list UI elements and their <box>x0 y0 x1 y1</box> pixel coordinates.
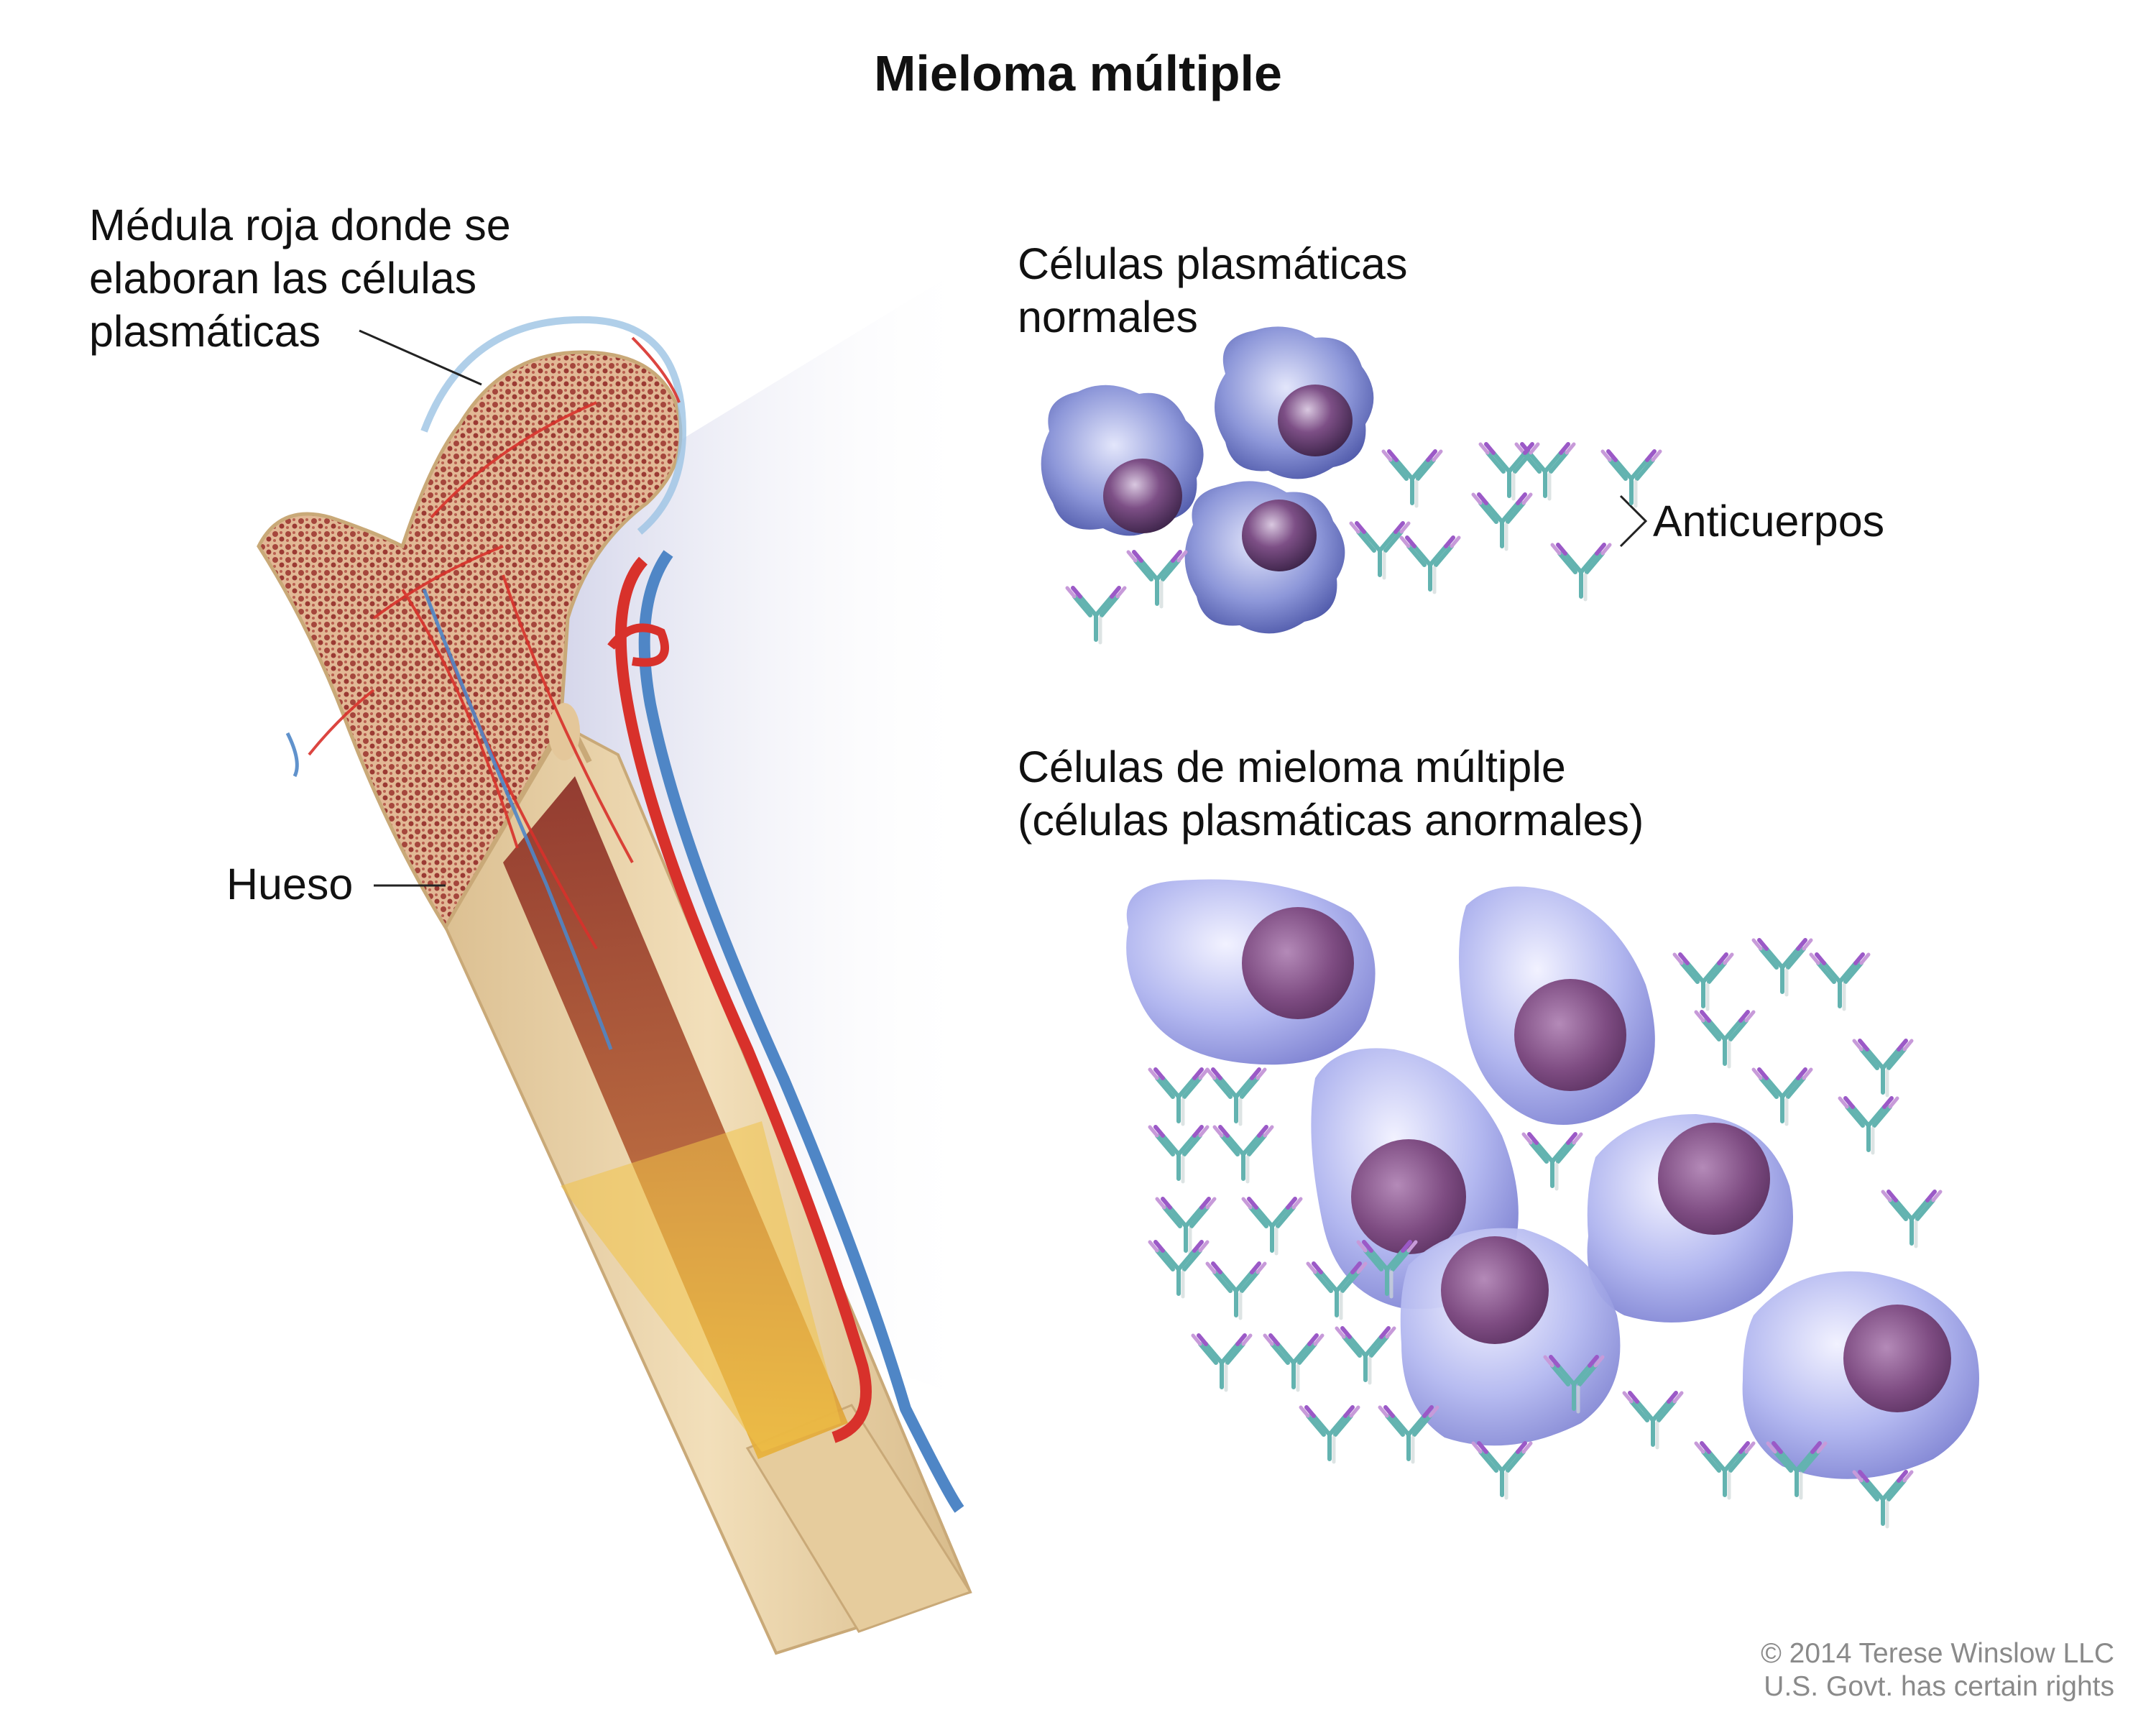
myeloma-cell <box>1459 886 1655 1125</box>
antibodies-bracket <box>1619 494 1648 548</box>
label-bone: Hueso <box>226 860 354 908</box>
label-normal-line-2: normales <box>1018 293 1198 341</box>
label-myeloma-line-2: (células plasmáticas anormales) <box>1018 796 1644 845</box>
normal-plasma-cell <box>1215 326 1374 479</box>
label-normal-plasma-cells: Células plasmáticas normales <box>1018 237 1407 344</box>
credit-line-2: U.S. Govt. has certain rights <box>1764 1671 2114 1702</box>
label-myeloma-line-1: Células de mieloma múltiple <box>1018 742 1566 791</box>
vein <box>638 550 964 1513</box>
figure-title: Mieloma múltiple <box>874 45 1282 101</box>
marrow-veins <box>285 589 613 1050</box>
label-antibodies: Anticuerpos <box>1653 497 1885 546</box>
label-red-marrow-line-2: elaboran las células <box>89 254 477 303</box>
marrow-leader-line <box>359 329 482 386</box>
credit-line-1: © 2014 Terese Winslow LLC <box>1761 1638 2114 1669</box>
artery <box>614 556 872 1443</box>
label-red-marrow: Médula roja donde se elaboran las célula… <box>89 198 511 358</box>
myeloma-cell <box>1400 1228 1621 1446</box>
normal-plasma-cell <box>1184 481 1345 634</box>
normal-plasma-cell <box>1041 385 1204 536</box>
label-red-marrow-line-3: plasmáticas <box>89 307 321 356</box>
myeloma-cell <box>1126 879 1376 1065</box>
label-myeloma-cells: Células de mieloma múltiple (células pla… <box>1018 740 1644 847</box>
cartilage-cap <box>420 316 687 535</box>
copyright-credit: © 2014 Terese Winslow LLC U.S. Govt. has… <box>1761 1637 2114 1703</box>
myeloma-cell <box>1587 1114 1793 1322</box>
label-red-marrow-line-1: Médula roja donde se <box>89 201 511 249</box>
artery-loop <box>607 623 669 667</box>
myeloma-cell <box>1742 1271 1979 1479</box>
label-normal-line-1: Células plasmáticas <box>1018 239 1408 288</box>
